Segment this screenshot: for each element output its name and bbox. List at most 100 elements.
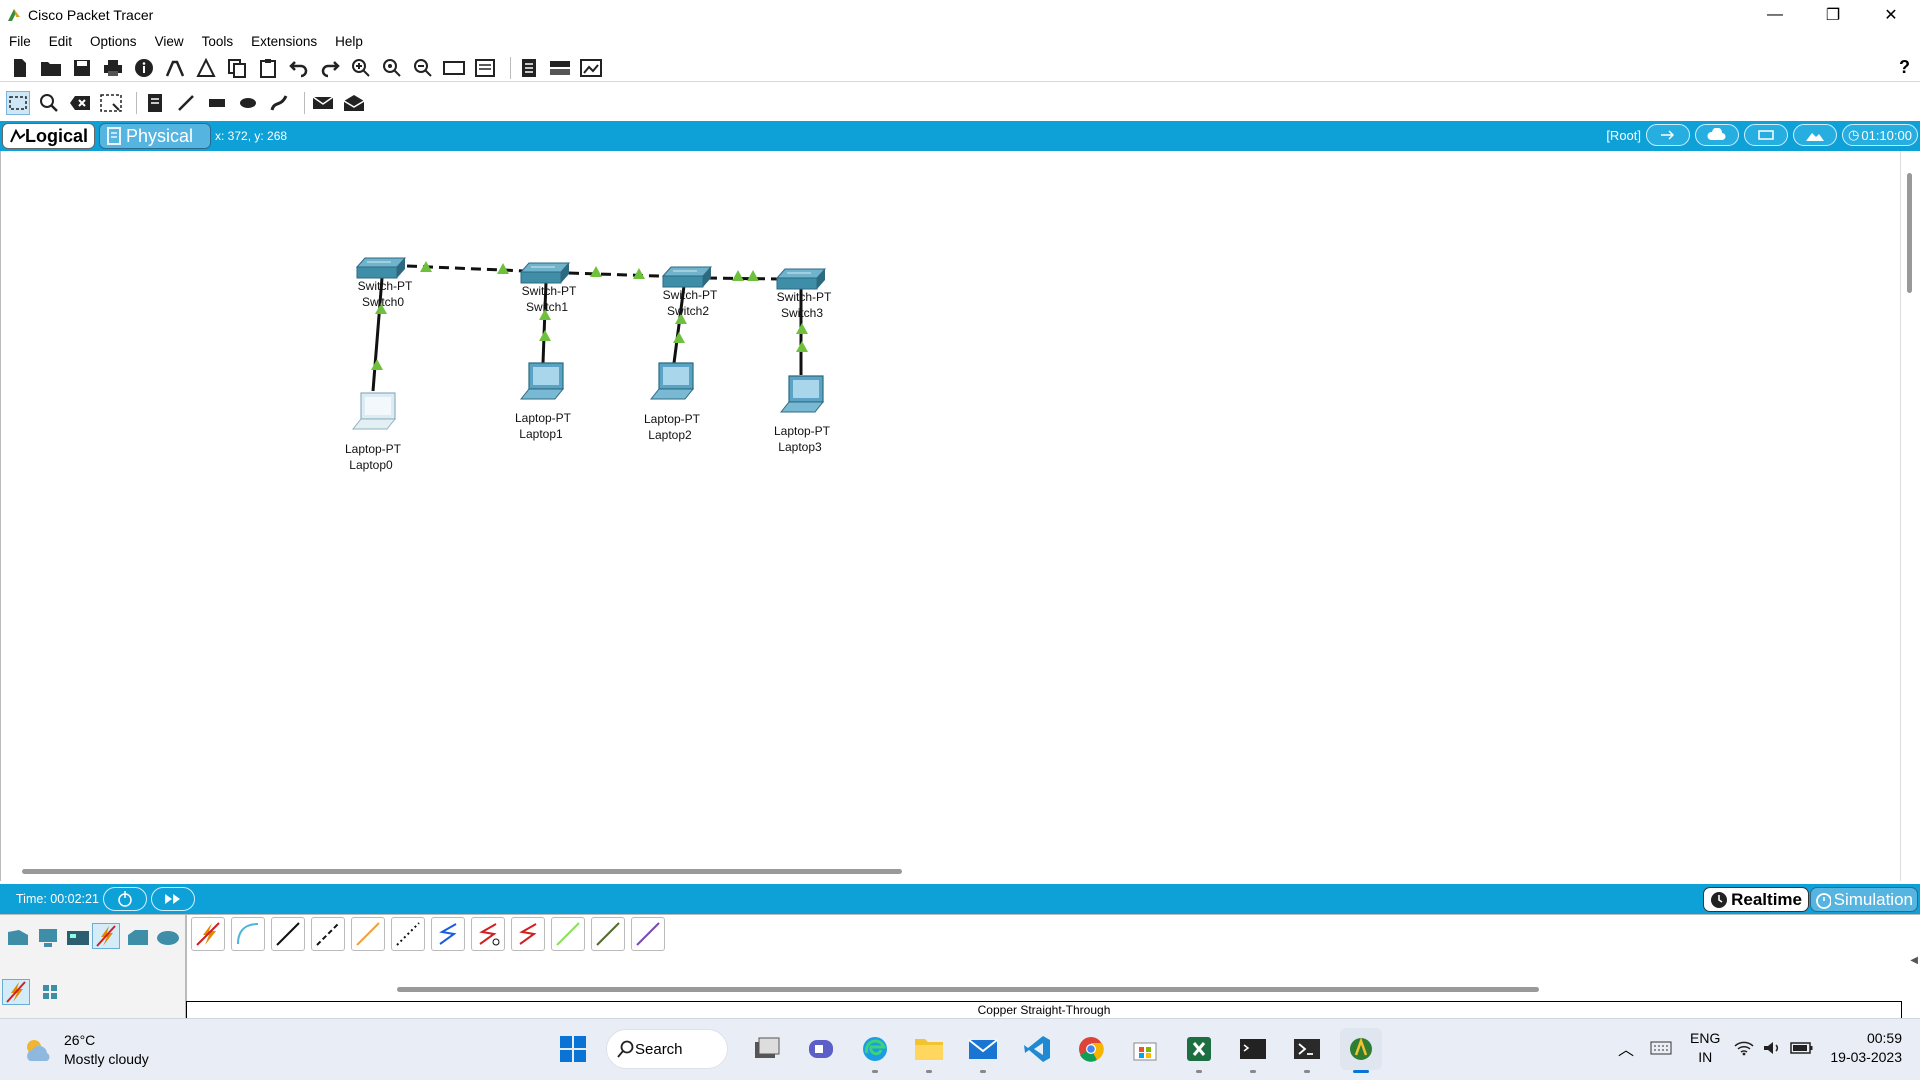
save-icon[interactable]: [70, 56, 94, 80]
laptop-device[interactable]: Laptop-PT Laptop3: [774, 375, 831, 454]
background-image-button[interactable]: [1793, 124, 1837, 146]
chevron-up-icon[interactable]: ︿: [1618, 1042, 1635, 1059]
switch-device[interactable]: Switch-PT Switch0: [356, 257, 413, 309]
menu-options[interactable]: Options: [90, 33, 137, 49]
power-cycle-devices-button[interactable]: [102, 887, 147, 911]
connections-subcategory-icon[interactable]: [2, 979, 30, 1005]
laptop-device[interactable]: Laptop-PT Laptop1: [515, 362, 572, 441]
menu-help[interactable]: Help: [335, 33, 363, 49]
open-folder-icon[interactable]: [39, 56, 63, 80]
logical-workspace-canvas[interactable]: Switch-PT Switch0 Switch-PT Switch1 Swit…: [0, 151, 1900, 881]
command-prompt-app[interactable]: [1232, 1028, 1274, 1073]
freeform-icon[interactable]: [267, 91, 291, 115]
zoom-out-icon[interactable]: [411, 56, 435, 80]
network-devices-icon[interactable]: [4, 925, 32, 951]
copper-cross-over-icon[interactable]: [311, 917, 345, 951]
menu-tools[interactable]: Tools: [201, 33, 234, 49]
network-wizard-icon[interactable]: [163, 56, 187, 80]
keyboard-icon[interactable]: [1650, 1040, 1672, 1056]
end-devices-icon[interactable]: [34, 925, 62, 951]
fast-forward-button[interactable]: [150, 887, 195, 911]
serial-dce-icon[interactable]: [471, 917, 505, 951]
phone-cable-icon[interactable]: [391, 917, 425, 951]
paste-icon[interactable]: [256, 56, 280, 80]
pdu-list-icon[interactable]: [517, 56, 541, 80]
zoom-in-icon[interactable]: [349, 56, 373, 80]
automatic-connection-icon[interactable]: [191, 917, 225, 951]
menu-view[interactable]: View: [154, 33, 184, 49]
copy-icon[interactable]: [225, 56, 249, 80]
usb-cable-icon[interactable]: [631, 917, 665, 951]
vscode-app[interactable]: [1016, 1028, 1058, 1070]
new-file-icon[interactable]: [8, 56, 32, 80]
language-indicator[interactable]: ENG IN: [1690, 1029, 1720, 1067]
menu-edit[interactable]: Edit: [48, 33, 73, 49]
close-button[interactable]: ✕: [1884, 7, 1898, 24]
delete-tool-icon[interactable]: [68, 91, 92, 115]
multiuser-connection-icon[interactable]: [154, 925, 182, 951]
grid-view-icon[interactable]: [36, 979, 64, 1005]
tab-physical[interactable]: Physical: [99, 123, 211, 149]
excel-app[interactable]: [1178, 1028, 1220, 1073]
wifi-icon[interactable]: [1734, 1040, 1754, 1056]
navigation-button[interactable]: [1646, 124, 1690, 146]
activity-wizard-icon[interactable]: [194, 56, 218, 80]
resize-shape-icon[interactable]: [99, 91, 123, 115]
taskbar-search[interactable]: Search: [606, 1029, 728, 1069]
draw-ellipse-icon[interactable]: [236, 91, 260, 115]
volume-icon[interactable]: [1762, 1040, 1782, 1056]
add-simple-pdu-icon[interactable]: [311, 91, 335, 115]
switch-device[interactable]: Switch-PT Switch3: [776, 268, 832, 320]
straight-through-links[interactable]: [371, 277, 803, 392]
octal-cable-icon[interactable]: [551, 917, 585, 951]
redo-icon[interactable]: [318, 56, 342, 80]
scrollbar-thumb[interactable]: [1907, 173, 1912, 293]
drawing-palette-icon[interactable]: [442, 56, 466, 80]
undo-icon[interactable]: [287, 56, 311, 80]
root-label[interactable]: [Root]: [1606, 127, 1641, 143]
select-tool-icon[interactable]: [6, 91, 30, 115]
canvas-horizontal-scrollbar[interactable]: [0, 864, 1900, 878]
switch-device[interactable]: Switch-PT Switch2: [662, 266, 718, 318]
serial-dte-icon[interactable]: [511, 917, 545, 951]
print-icon[interactable]: [101, 56, 125, 80]
switch-device[interactable]: Switch-PT Switch1: [520, 262, 577, 314]
menu-extensions[interactable]: Extensions: [251, 33, 318, 49]
fiber-icon[interactable]: [351, 917, 385, 951]
mail-app[interactable]: [962, 1028, 1004, 1073]
miscellaneous-icon[interactable]: [124, 925, 152, 951]
realtime-mode-button[interactable]: Realtime: [1703, 887, 1809, 912]
battery-icon[interactable]: [1790, 1041, 1814, 1055]
edge-browser-app[interactable]: [854, 1028, 896, 1073]
environment-clock[interactable]: ◷ 01:10:00: [1842, 124, 1918, 146]
iot-custom-cable-icon[interactable]: [591, 917, 625, 951]
inspect-tool-icon[interactable]: [37, 91, 61, 115]
panel-scrollbar-thumb[interactable]: [397, 987, 1539, 992]
powershell-app[interactable]: [1286, 1028, 1328, 1073]
restore-button[interactable]: ❐: [1825, 7, 1841, 24]
screenshot-icon[interactable]: [579, 56, 603, 80]
cluster-button[interactable]: [1695, 124, 1739, 146]
scrollbar-thumb[interactable]: [22, 869, 902, 874]
minimize-button[interactable]: —: [1767, 6, 1783, 23]
weather-widget[interactable]: 26°C Mostly cloudy: [22, 1031, 149, 1069]
taskbar-clock[interactable]: 00:59 19-03-2023: [1830, 1029, 1902, 1067]
panel-expand-arrow-icon[interactable]: ◀: [1910, 955, 1918, 966]
tab-logical[interactable]: Logical: [2, 123, 95, 149]
custom-device-dialog-icon[interactable]: [473, 56, 497, 80]
device-template-icon[interactable]: [548, 56, 572, 80]
start-button[interactable]: [552, 1028, 594, 1070]
canvas-vertical-scrollbar[interactable]: [1900, 151, 1920, 881]
coaxial-cable-icon[interactable]: [431, 917, 465, 951]
add-complex-pdu-icon[interactable]: [342, 91, 366, 115]
menu-file[interactable]: File: [9, 33, 31, 49]
zoom-reset-icon[interactable]: [380, 56, 404, 80]
console-cable-icon[interactable]: [231, 917, 265, 951]
help-button[interactable]: ?: [1899, 57, 1910, 77]
copper-straight-through-icon[interactable]: [271, 917, 305, 951]
packet-tracer-app[interactable]: [1340, 1028, 1382, 1073]
laptop-device[interactable]: Laptop-PT Laptop0: [345, 392, 402, 472]
place-note-icon[interactable]: [143, 91, 167, 115]
viewport-button[interactable]: [1744, 124, 1788, 146]
microsoft-store-app[interactable]: [1124, 1028, 1166, 1070]
